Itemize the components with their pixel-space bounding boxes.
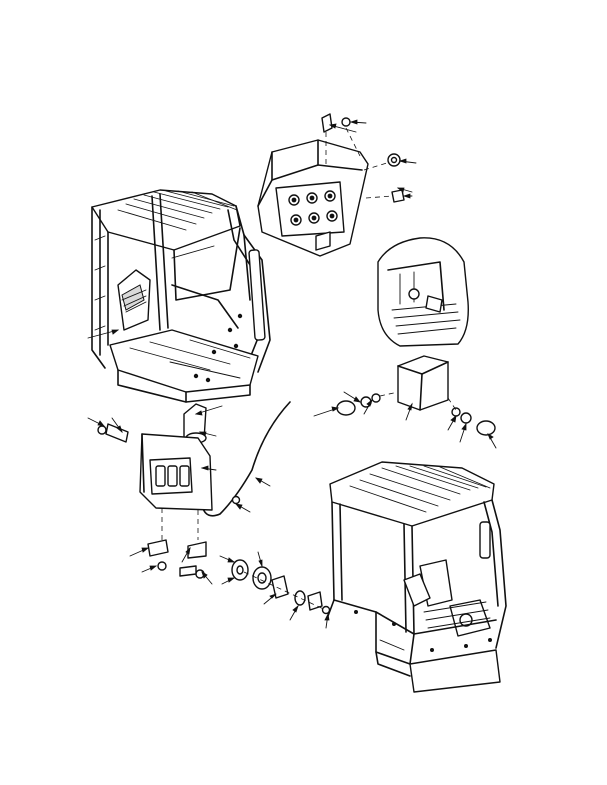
callout-leader	[487, 433, 497, 449]
duct-and-panel-assembly	[97, 401, 291, 579]
callout-leader	[87, 417, 105, 427]
callout-leader	[194, 405, 223, 416]
cab-assembly-left	[91, 189, 271, 403]
callout-leader	[200, 465, 217, 471]
lower-fitting-assembly	[231, 559, 331, 615]
callout-leaders	[87, 119, 497, 629]
callout-leader	[405, 402, 413, 421]
callout-leader	[349, 119, 367, 125]
callout-leader	[257, 551, 263, 568]
callout-leader	[447, 415, 457, 431]
callout-leader	[324, 612, 330, 629]
callout-leader	[111, 417, 123, 434]
electrical-box-assembly	[257, 113, 405, 257]
cutaway-detail-view	[377, 237, 469, 347]
callout-leader	[129, 547, 150, 557]
callout-leader	[201, 571, 213, 585]
callout-leader	[87, 329, 120, 339]
callout-leader	[255, 477, 271, 487]
callout-leader	[363, 398, 373, 415]
callout-leader	[313, 406, 340, 417]
callout-leader	[396, 187, 413, 193]
callout-leader	[398, 158, 417, 164]
callout-leader	[402, 193, 413, 199]
callout-leader	[221, 577, 236, 585]
callout-leader	[289, 604, 299, 621]
callout-leader	[198, 431, 217, 437]
callout-leader	[328, 123, 357, 133]
callout-leader	[219, 555, 236, 563]
callout-leader	[235, 503, 251, 513]
callout-leader	[141, 565, 158, 573]
callout-leader	[263, 593, 277, 605]
callout-leader	[181, 546, 191, 563]
callout-leader	[459, 422, 467, 443]
callout-leader	[343, 391, 361, 403]
heater-unit-assembly	[336, 355, 496, 436]
cab-assembly-right	[327, 461, 507, 693]
